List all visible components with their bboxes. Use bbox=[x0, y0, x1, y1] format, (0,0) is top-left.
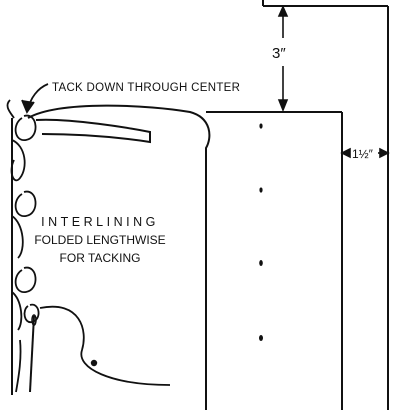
side-dimension-label: 1½″ bbox=[352, 147, 374, 161]
interlining-line-2: FOLDED LENGTHWISE bbox=[34, 233, 165, 247]
fold-inner-lip bbox=[35, 118, 151, 144]
dimension-1-5-inch bbox=[340, 147, 390, 159]
outer-panel bbox=[262, 0, 389, 410]
stitch-loop-2 bbox=[14, 190, 37, 217]
tack-marks bbox=[90, 123, 263, 367]
tack-mark-4 bbox=[259, 335, 263, 341]
stitch-thread-4 bbox=[15, 339, 22, 393]
dimension-3-inch bbox=[277, 5, 289, 113]
stitch-loop-1 bbox=[14, 114, 37, 141]
interlining-line-3: FOR TACKING bbox=[60, 251, 141, 265]
tack-leader-arrow bbox=[21, 83, 49, 114]
top-dimension-label: 3″ bbox=[272, 45, 286, 62]
stitch-thread-2 bbox=[11, 215, 24, 259]
interlining-title: INTERLINING bbox=[41, 215, 159, 229]
stitch-loop-3 bbox=[14, 266, 37, 293]
inner-panel bbox=[206, 111, 343, 410]
stitch-thread-3 bbox=[11, 291, 23, 331]
stitch-thread-1 bbox=[10, 139, 26, 182]
tack-instruction-label: TACK DOWN THROUGH CENTER bbox=[52, 82, 240, 94]
tack-stitches bbox=[6, 99, 40, 393]
fabric-speck bbox=[90, 359, 98, 367]
thread-top-tail bbox=[6, 99, 15, 119]
fold-outer-curve bbox=[27, 104, 211, 410]
tack-mark-3 bbox=[259, 260, 263, 266]
tack-mark-2 bbox=[259, 187, 263, 193]
lower-curl bbox=[39, 305, 171, 386]
needle-icon bbox=[29, 314, 37, 393]
tack-mark-1 bbox=[259, 123, 263, 129]
